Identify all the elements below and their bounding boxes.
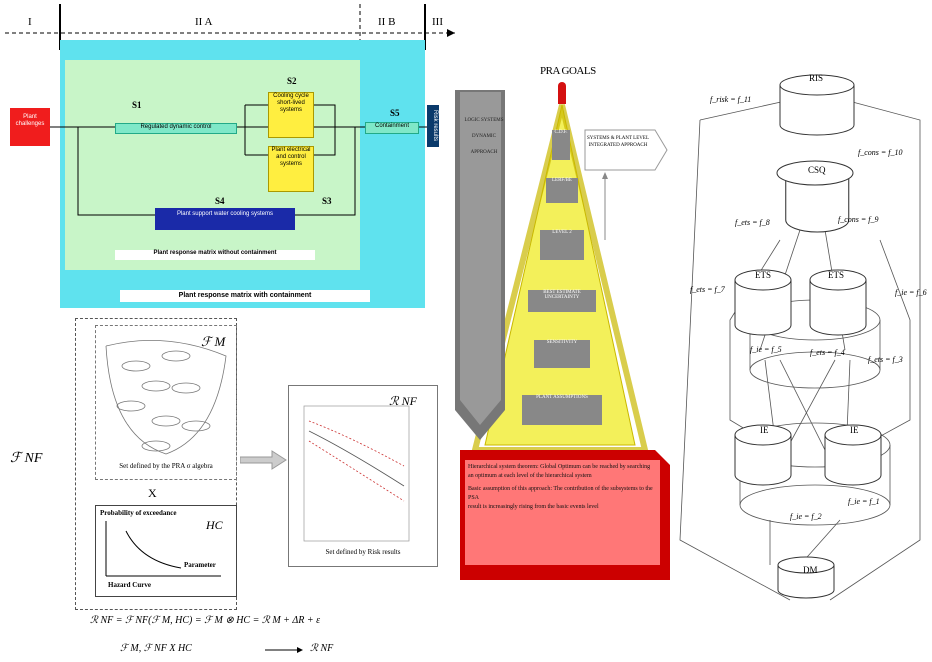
pyramid-base (460, 450, 670, 580)
level-lerf: LERF/BE (546, 178, 578, 203)
level-plant-assumptions: PLANT ASSUMPTIONS (522, 395, 602, 425)
integration-arrow (602, 172, 608, 240)
s5-label: S5 (390, 108, 400, 118)
node-ets-1: ETS (755, 270, 772, 280)
sigma-algebra-box: ℱ M Set defined by the PRA σ algebra (95, 325, 237, 480)
hazard-x-title: Parameter (184, 561, 216, 569)
edge-label-e: f_ets = f_7 (690, 285, 725, 294)
risk-results-box (427, 105, 439, 147)
left-set-symbol: ℱ NF (10, 451, 43, 466)
hazard-curve-box: Probability of exceedance HC Parameter H… (95, 505, 237, 597)
sigma-algebra-sketch (105, 340, 227, 455)
level-cdf: C.D.F. (552, 130, 570, 160)
s1-label: S1 (132, 100, 142, 110)
node-dm: DM (803, 565, 818, 575)
matrix-with-label: Plant response matrix with containment (120, 290, 370, 302)
edge-label-i: f_ets = f_3 (868, 355, 903, 364)
edge-label-b: f_cons = f_10 (858, 148, 903, 157)
plant-challenges-box: Plant challenges (10, 108, 50, 146)
risk-symbol: ℛ NF (389, 394, 417, 408)
matrix-without-label: Plant response matrix without containmen… (115, 250, 315, 260)
integrated-approach-box: SYSTEMS & PLANT LEVEL INTEGRATED APPROAC… (587, 136, 649, 148)
edge-label-a: f_risk = f_11 (710, 95, 752, 104)
region-iii-label: III (432, 16, 443, 28)
sigma-top-symbol: ℱ M (201, 334, 226, 349)
formula-2-result: ℛ NF (310, 643, 334, 654)
s3-label: S3 (322, 196, 332, 206)
level-2: LEVEL 2 (540, 230, 584, 260)
formula-arrow (265, 647, 303, 653)
hierarchy-graph (679, 74, 921, 601)
pra-goals-title: PRA GOALS (540, 65, 596, 77)
node-csq: CSQ (808, 165, 826, 175)
region-i-label: I (28, 16, 32, 28)
node-ets-2: ETS (828, 270, 845, 280)
support-water-block: Plant support water cooling systems (155, 208, 295, 230)
hazard-caption: Hazard Curve (108, 581, 151, 589)
node-ie-2: IE (850, 425, 859, 435)
edge-label-g: f_ie = f_5 (750, 345, 782, 354)
edge-label-k: f_ie = f_1 (848, 497, 880, 506)
hierarchical-theorem-text: Hierarchical system theorem: Global Opti… (468, 464, 653, 510)
pyramid-tip (558, 82, 566, 104)
node-ie-1: IE (760, 425, 769, 435)
hazard-y-title: Probability of exceedance (100, 509, 177, 517)
containment-block: Containment (365, 122, 419, 134)
regulated-control-block: Regulated dynamic control (115, 123, 237, 134)
risk-results-set: ℛ NF Set defined by Risk results (288, 385, 438, 567)
edge-label-d: f_ets = f_8 (735, 218, 770, 227)
region-iia-label: II A (195, 16, 213, 28)
formula-2: ℱ M, ℱ NF X HC (120, 643, 192, 654)
hazard-curve-plot (105, 521, 221, 577)
edge-label-h: f_ets = f_4 (810, 348, 845, 357)
risk-plot (303, 405, 410, 542)
edge-label-f: f_ie = f_6 (895, 288, 927, 297)
risk-caption: Set defined by Risk results (325, 548, 401, 556)
region-iib-label: II B (378, 16, 396, 28)
hc-symbol: HC (206, 518, 223, 532)
cooling-systems-block: Cooling cycle short-lived systems (268, 92, 314, 138)
electrical-systems-block: Plant electrical and control systems (268, 146, 314, 192)
level-sensitivity: SENSITIVITY (534, 340, 590, 368)
dynamic-approach-arrow: LOGIC SYSTEMS DYNAMIC APPROACH (464, 118, 504, 155)
formula-1: ℛ NF = ℱ NF(ℱ M, HC) = ℱ M ⊗ HC = ℛ M + … (90, 615, 321, 626)
matrix-wiring (50, 104, 427, 216)
node-top: RIS (809, 73, 824, 83)
mapping-arrow (240, 450, 287, 470)
edge-label-c: f_cons = f_9 (838, 215, 879, 224)
cartesian-times: X (148, 486, 157, 500)
level-best-estimate: BEST ESTIMATE UNCERTAINTY (528, 290, 596, 312)
s4-label: S4 (215, 196, 225, 206)
risk-results-label: Risk results (432, 110, 438, 142)
region-header (5, 4, 455, 50)
pyramid-shape (455, 90, 668, 453)
edge-label-j: f_ie = f_2 (790, 512, 822, 521)
sigma-algebra-caption: Set defined by the PRA σ algebra (119, 462, 213, 470)
s2-label: S2 (287, 76, 297, 86)
